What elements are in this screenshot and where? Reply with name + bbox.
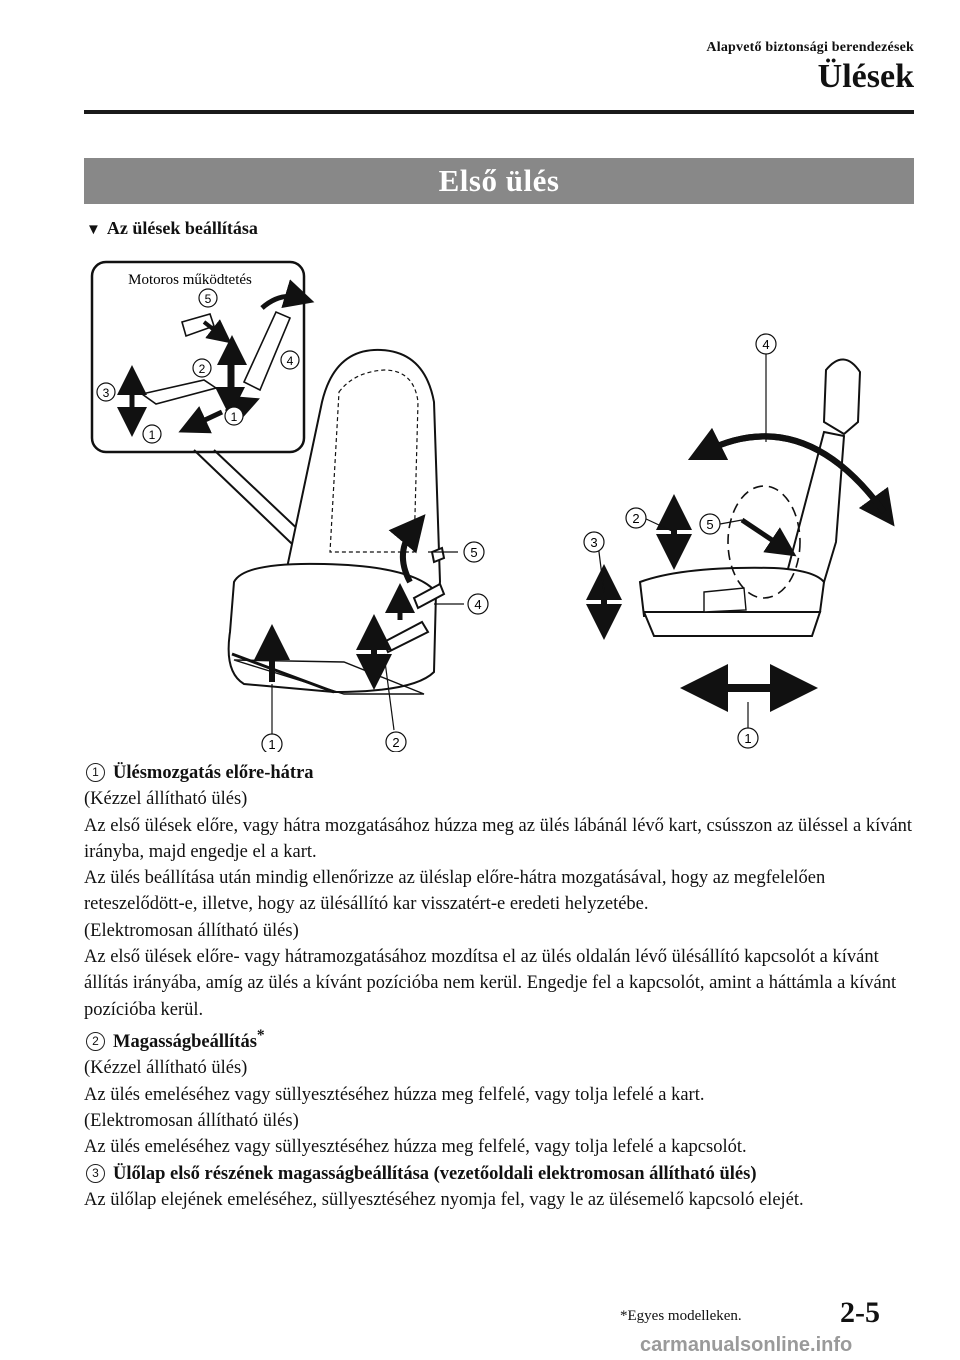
sub-heading: ▼ Az ülések beállítása	[86, 218, 258, 239]
item-1-heading: Ülésmozgatás előre-hátra	[113, 763, 314, 783]
item-2-asterisk: *	[256, 1026, 265, 1044]
item-2-line-2: Az ülés emeléséhez vagy süllyesztéséhez …	[84, 1084, 705, 1105]
seat-front-view	[227, 348, 464, 738]
callout-4: 4	[287, 354, 294, 368]
triangle-marker-icon: ▼	[86, 222, 101, 238]
callout-1-side: 1	[744, 731, 751, 746]
item-2-line-3: (Elektromosan állítható ülés)	[84, 1111, 299, 1132]
item-1-line-3: Az ülés beállítása után mindig ellenőriz…	[84, 868, 826, 915]
item-2-title: 2 Magasságbeállítás*	[84, 1023, 914, 1055]
item-3-number: 3	[86, 1163, 105, 1183]
callout-4-front: 4	[474, 597, 481, 612]
callout-5-side: 5	[706, 517, 713, 532]
seat-side-callouts: 4 2 3 5 1	[583, 333, 777, 749]
callout-3: 3	[103, 386, 110, 400]
item-2-line-4: Az ülés emeléséhez vagy süllyesztéséhez …	[84, 1137, 747, 1158]
item-3-line-1: Az ülőlap elejének emeléséhez, süllyeszt…	[84, 1189, 804, 1210]
section-banner: Első ülés	[84, 158, 914, 204]
callout-2-front: 2	[392, 735, 399, 750]
seat-side-view	[586, 352, 895, 728]
callout-2: 2	[199, 362, 206, 376]
header-rule	[84, 110, 914, 114]
item-3-heading: Ülőlap első részének magasságbeállítása …	[113, 1163, 757, 1184]
callout-4-side: 4	[762, 337, 769, 352]
item-2-line-1: (Kézzel állítható ülés)	[84, 1058, 248, 1079]
page-title: Ülések	[817, 58, 914, 95]
page-number: 2-5	[840, 1296, 880, 1329]
item-1-line-2: Az első ülések előre, vagy hátra mozgatá…	[84, 815, 913, 862]
callout-5: 5	[205, 292, 212, 306]
callout-1b: 1	[231, 410, 238, 424]
seat-front-callouts: 1 2 5 4	[261, 541, 489, 755]
item-1-title: 1 Ülésmozgatás előre-hátra	[84, 760, 914, 786]
chapter-title: Alapvető biztonsági berendezések	[706, 40, 914, 55]
watermark: carmanualsonline.info	[640, 1334, 853, 1356]
item-3-title: 3 Ülőlap első részének magasságbeállítása…	[84, 1161, 914, 1187]
seat-illustration: Motoros működtetés 5 2 4 3 1	[84, 252, 914, 755]
seat-diagram: Motoros működtetés 5 2 4 3 1	[90, 260, 895, 755]
item-2-number: 2	[86, 1032, 105, 1052]
callout-1-front: 1	[268, 737, 275, 752]
item-2-heading: Magasságbeállítás	[113, 1032, 257, 1053]
inset-label: Motoros működtetés	[128, 272, 252, 288]
footnote: *Egyes modelleken.	[620, 1308, 742, 1324]
callout-5-front: 5	[470, 545, 477, 560]
item-1-line-1: (Kézzel állítható ülés)	[84, 789, 248, 810]
item-1-number: 1	[86, 763, 105, 782]
item-1-line-4: (Elektromosan állítható ülés)	[84, 920, 299, 941]
item-1-line-5: Az első ülések előre- vagy hátramozgatás…	[84, 947, 897, 1020]
callout-2-side: 2	[632, 511, 639, 526]
page-header: Alapvető biztonsági berendezések Ülések	[84, 40, 914, 95]
callout-3-side: 3	[590, 535, 597, 550]
callout-1: 1	[149, 428, 156, 442]
instructions-body: 1 Ülésmozgatás előre-hátra (Kézzel állíth…	[84, 760, 914, 1213]
sub-heading-text: Az ülések beállítása	[106, 218, 258, 238]
power-controls-inset: Motoros működtetés 5 2 4 3 1	[90, 260, 315, 454]
